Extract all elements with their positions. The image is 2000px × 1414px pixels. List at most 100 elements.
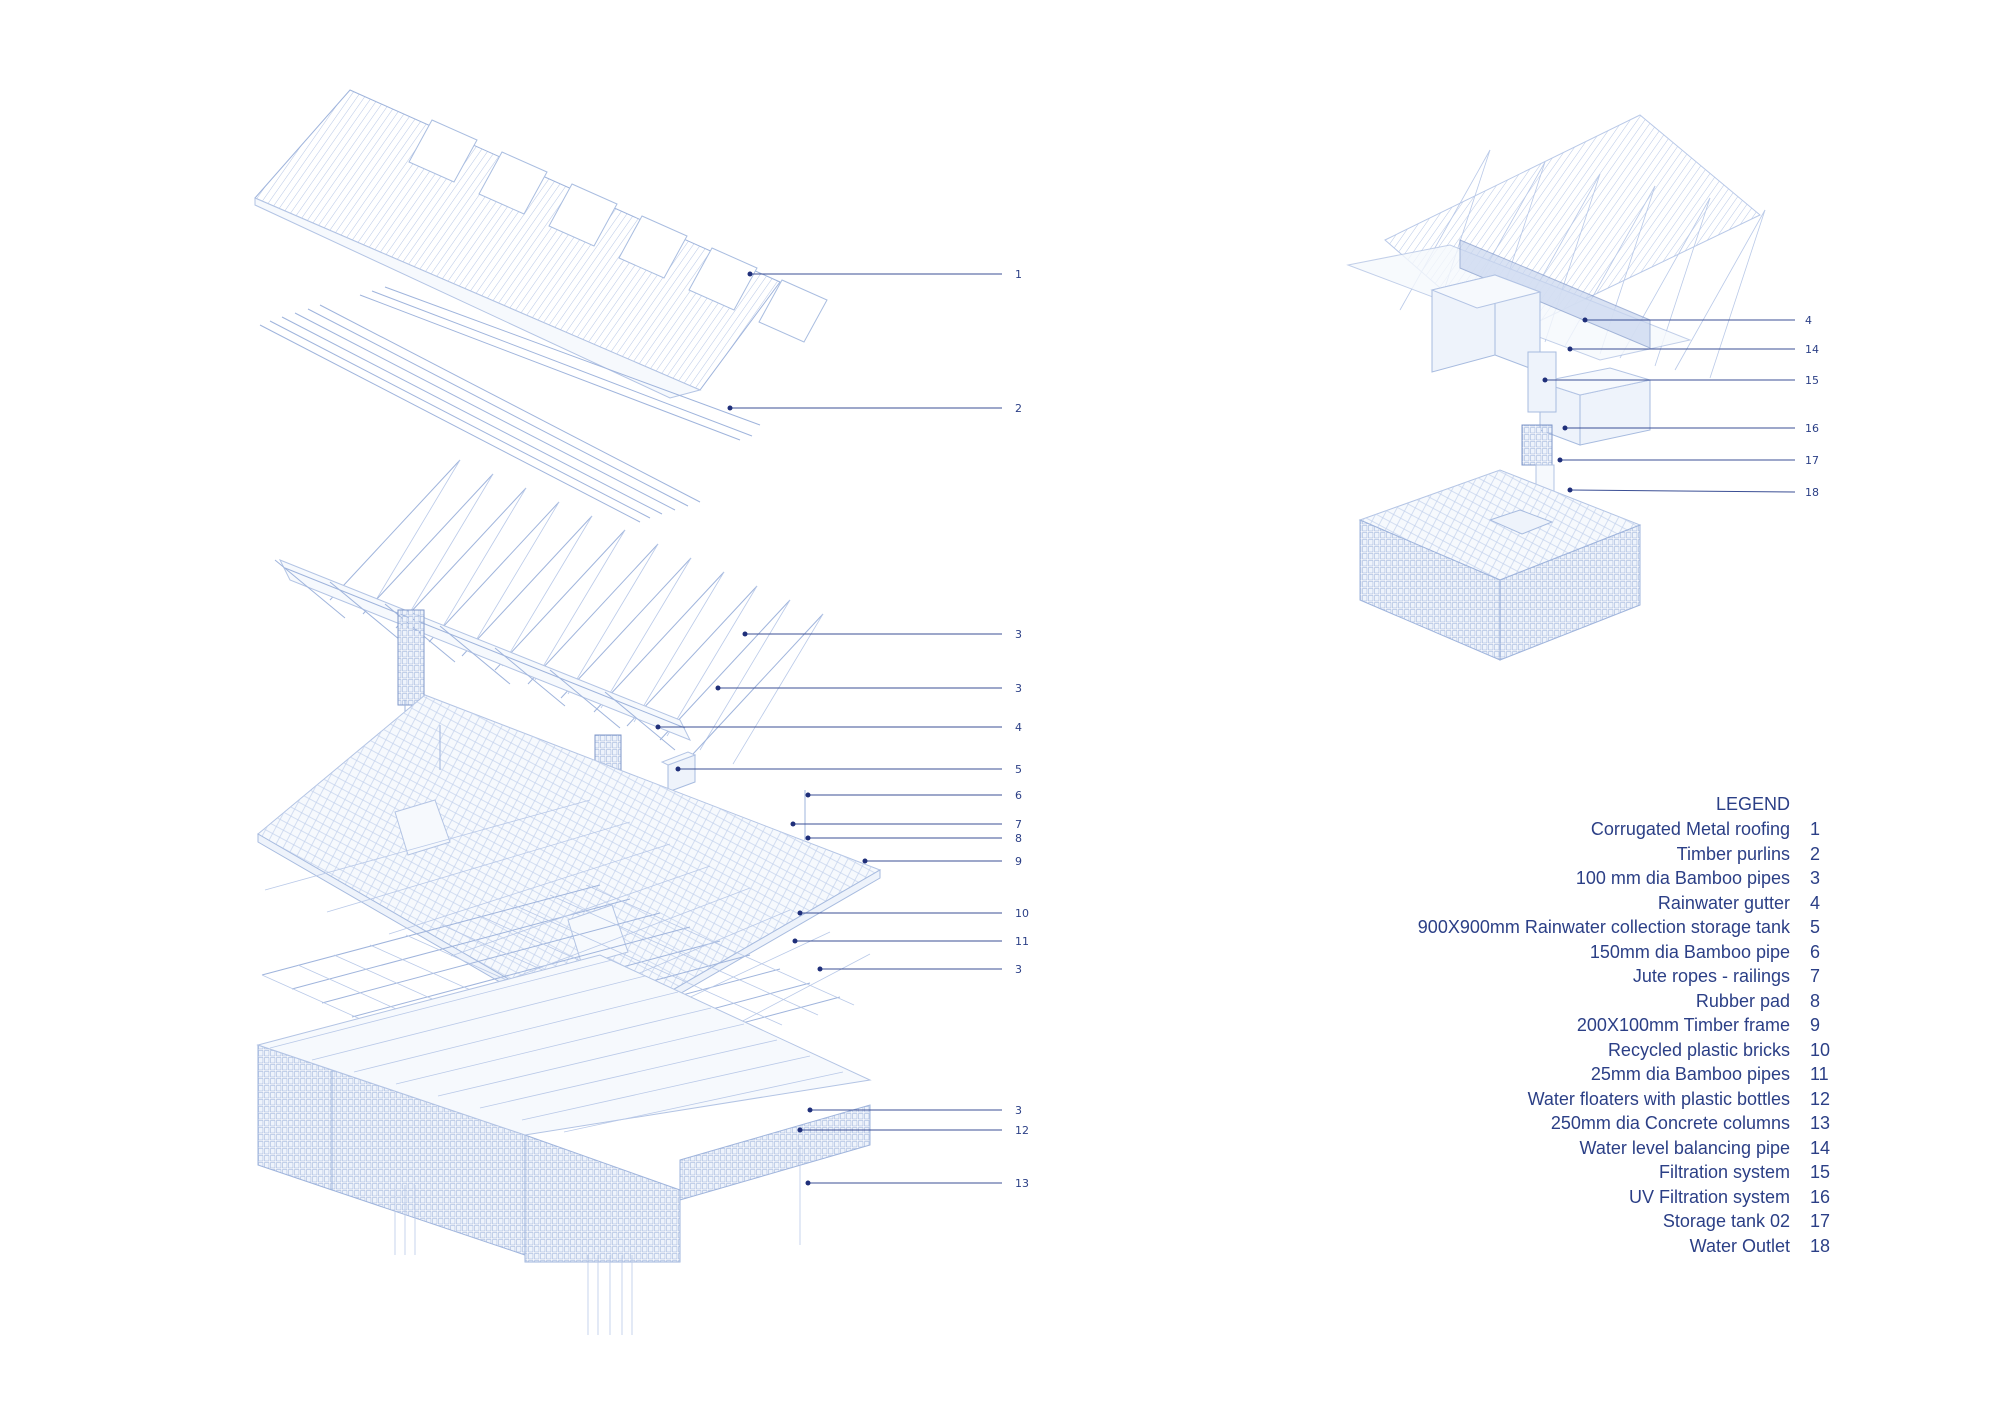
callout-number: 5 [1015, 763, 1022, 776]
legend-label: Filtration system [1658, 1162, 1790, 1182]
bamboo-pipe [585, 884, 855, 1006]
callout-number: 3 [1015, 628, 1022, 641]
legend-label: Corrugated Metal roofing [1590, 819, 1790, 839]
floater-grid-line [395, 1007, 712, 1085]
legend-label: 100 mm dia Bamboo pipes [1575, 868, 1790, 888]
bamboo-pipe [351, 926, 691, 1018]
water-floaters-layer [256, 954, 872, 1263]
legend-label: Recycled plastic bricks [1607, 1039, 1790, 1060]
legend-number: 13 [1810, 1113, 1831, 1133]
leader-dot [797, 910, 803, 916]
truss-rod [435, 487, 527, 639]
truss-rod [699, 599, 791, 751]
legend-number: 8 [1810, 990, 1821, 1011]
bamboo-pipe [321, 912, 661, 1004]
legend-row: Rainwater gutter 4 [1320, 891, 1830, 916]
truss-rod [567, 543, 659, 695]
callout-number: 17 [1805, 454, 1819, 467]
leader-dot [1557, 457, 1563, 463]
truss-rod [560, 557, 692, 699]
callout-number: 18 [1805, 486, 1819, 499]
legend-label: 150mm dia Bamboo pipe [1589, 941, 1790, 962]
legend-number: 6 [1810, 941, 1821, 962]
truss-rod [402, 473, 494, 625]
leader-dot [742, 631, 748, 637]
frame-beam [549, 669, 621, 729]
plastic-brick-course [450, 865, 711, 957]
legend-number: 4 [1810, 892, 1821, 913]
roof-skylight-panel [548, 183, 618, 247]
water-system-detail [1346, 114, 1766, 661]
legend-label: 250mm dia Concrete columns [1550, 1113, 1790, 1133]
leader-dot [715, 685, 721, 691]
leader-dot [805, 835, 811, 841]
plastic-brick-course [326, 821, 631, 913]
leader-dot [1542, 377, 1548, 383]
legend-row: 200X100mm Timber frame 9 [1320, 1013, 1830, 1038]
callout-number: 14 [1805, 343, 1819, 356]
callout-number: 13 [1015, 1177, 1029, 1190]
legend-label: Water level balancing pipe [1579, 1137, 1790, 1158]
truss-rod [633, 571, 725, 723]
callout-number: 9 [1015, 855, 1022, 868]
legend-number: 1 [1810, 819, 1821, 839]
truss-rod [732, 613, 824, 765]
floater-grid-line [353, 991, 679, 1073]
leader-dot [862, 858, 868, 864]
legend-row: 900X900mm Rainwater collection storage t… [1320, 915, 1830, 940]
truss-rod [362, 473, 494, 615]
leader-dot [792, 938, 798, 944]
roof-skylight-panel [408, 119, 478, 183]
legend-number: 7 [1810, 966, 1821, 986]
legend-label: 900X900mm Rainwater collection storage t… [1417, 917, 1790, 937]
leader-dot [675, 766, 681, 772]
legend-row: 25mm dia Bamboo pipes 11 [1320, 1062, 1830, 1087]
legend-number: 11 [1810, 1064, 1829, 1084]
legend-label: UV Filtration system [1628, 1186, 1790, 1207]
frame-beam [439, 625, 511, 685]
legend-number: 18 [1810, 1235, 1831, 1256]
floater-grid-line [311, 975, 646, 1061]
leader-dot [805, 1180, 811, 1186]
truss-rod [534, 529, 626, 681]
callout-number: 12 [1015, 1124, 1029, 1137]
legend-row: Corrugated Metal roofing 1 [1320, 817, 1830, 842]
legend-number: 9 [1810, 1015, 1821, 1035]
truss-rod [395, 487, 527, 629]
leader-dot [805, 792, 811, 798]
truss-rod [1709, 209, 1766, 379]
legend-label: 25mm dia Bamboo pipes [1590, 1064, 1790, 1084]
leader-dot [797, 1127, 803, 1133]
floater-grid-line [479, 1039, 778, 1109]
legend-label: Rainwater gutter [1657, 892, 1790, 913]
callout-number: 11 [1015, 935, 1029, 948]
legend-number: 2 [1810, 843, 1821, 864]
roof-skylight-panel [688, 247, 758, 311]
legend-label: Water floaters with plastic bottles [1527, 1088, 1790, 1109]
leader-dot [807, 1107, 813, 1113]
callout-number: 15 [1805, 374, 1819, 387]
leader-dot [1582, 317, 1588, 323]
floater-grid-line [437, 1023, 745, 1097]
legend-title: LEGEND [1715, 794, 1790, 814]
truss-rod [626, 585, 758, 727]
leader-dot [727, 405, 733, 411]
roof-skylight-panel [478, 151, 548, 215]
truss-rod [527, 543, 659, 685]
plastic-brick-course [264, 799, 591, 891]
legend-label: Storage tank 02 [1662, 1211, 1790, 1231]
leader-dot [817, 966, 823, 972]
legend-label: 200X100mm Timber frame [1576, 1015, 1790, 1035]
callout-number: 6 [1015, 789, 1022, 802]
truss-rod [1674, 209, 1766, 371]
leader-line [1569, 489, 1796, 493]
roofing-layer [254, 89, 828, 399]
